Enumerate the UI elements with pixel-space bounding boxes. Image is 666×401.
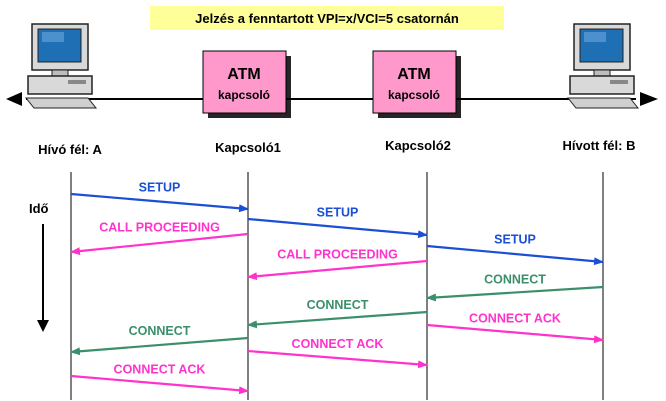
message-label: CONNECT bbox=[484, 273, 546, 287]
computer-b-icon bbox=[566, 23, 640, 109]
message-label: CONNECT ACK bbox=[469, 311, 561, 325]
switch-1-subtitle: kapcsoló bbox=[218, 88, 270, 102]
message-arrow bbox=[70, 336, 249, 356]
message-label: SETUP bbox=[139, 180, 181, 194]
node-label-a: Hívó fél: A bbox=[38, 142, 102, 157]
banner-text: Jelzés a fenntartott VPI=x/VCI=5 csatorn… bbox=[195, 11, 459, 26]
message-arrow bbox=[426, 323, 604, 344]
messages: SETUP SETUP SETUP CALL PROCEEDING CALL PROCE… bbox=[70, 180, 604, 395]
banner: Jelzés a fenntartott VPI=x/VCI=5 csatorn… bbox=[150, 6, 504, 30]
time-label: Idő bbox=[29, 201, 49, 216]
network-link bbox=[6, 92, 658, 106]
message-label: CONNECT bbox=[307, 298, 369, 312]
banner-box bbox=[150, 6, 504, 30]
message-arrow bbox=[247, 310, 428, 329]
message-arrow bbox=[426, 285, 604, 302]
time-arrow-icon bbox=[37, 320, 49, 332]
message-arrow bbox=[70, 374, 249, 395]
message-label: CONNECT ACK bbox=[292, 337, 384, 351]
message-arrow bbox=[426, 244, 604, 266]
message-arrow bbox=[70, 192, 249, 213]
message-label: CALL PROCEEDING bbox=[99, 221, 220, 235]
computer-a-icon bbox=[24, 23, 98, 109]
node-label-b: Hívott fél: B bbox=[563, 138, 636, 153]
switch-2-subtitle: kapcsoló bbox=[388, 88, 440, 102]
time-axis: Idő bbox=[29, 201, 49, 332]
message-arrow bbox=[247, 349, 428, 369]
switch-1-title: ATM bbox=[227, 66, 260, 83]
link-end-left-icon bbox=[6, 92, 22, 106]
message-arrow bbox=[70, 232, 249, 256]
atm-switch-2: ATM kapcsoló bbox=[372, 50, 461, 118]
message-label: CALL PROCEEDING bbox=[277, 247, 398, 261]
node-label-switch-1: Kapcsoló1 bbox=[215, 140, 281, 155]
message-label: CONNECT bbox=[129, 324, 191, 338]
message-arrow bbox=[247, 217, 428, 239]
message-label: CONNECT ACK bbox=[114, 362, 206, 376]
message-label: SETUP bbox=[317, 205, 359, 219]
message-arrow bbox=[247, 259, 428, 281]
switch-2-title: ATM bbox=[397, 66, 430, 83]
node-label-switch-2: Kapcsoló2 bbox=[385, 138, 451, 153]
message-label: SETUP bbox=[494, 232, 536, 246]
link-end-right-icon bbox=[640, 92, 658, 106]
atm-switch-1: ATM kapcsoló bbox=[202, 50, 291, 118]
